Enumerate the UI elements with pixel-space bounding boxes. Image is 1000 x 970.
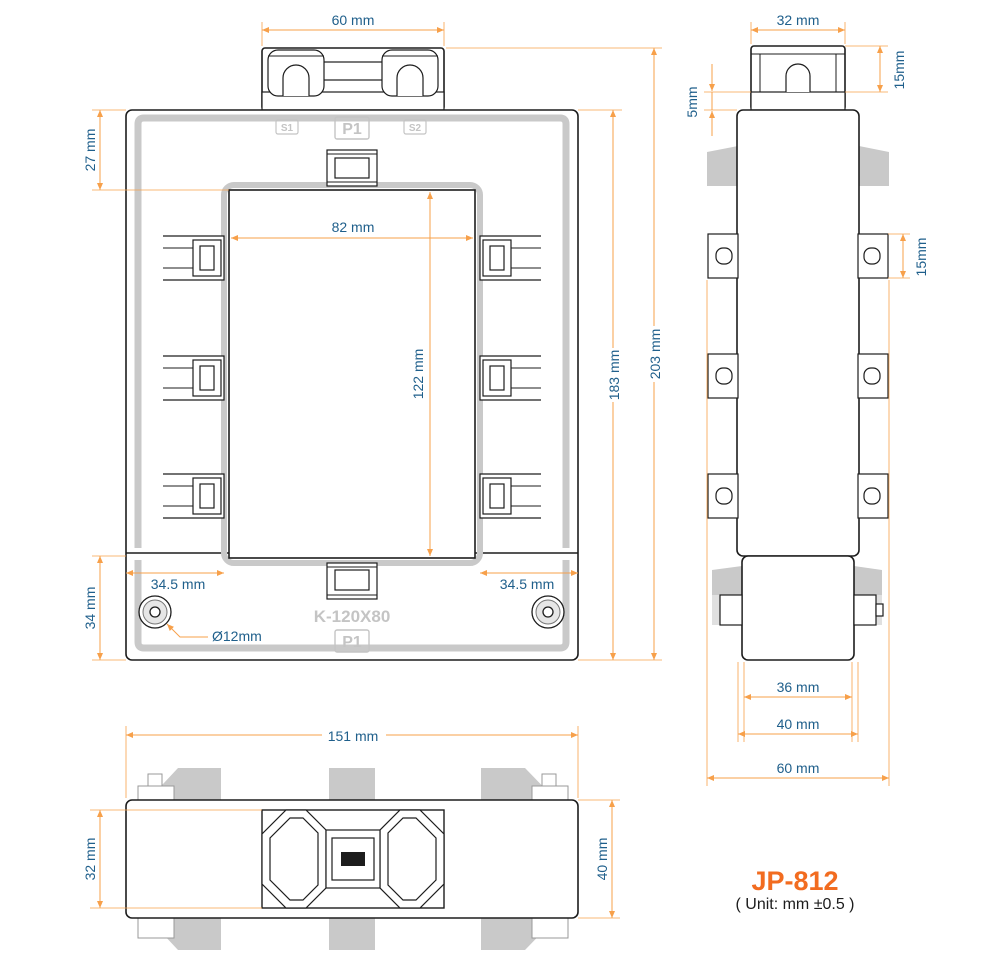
model-name: JP-812 (751, 866, 839, 896)
title-block: JP-812 ( Unit: mm ±0.5 ) (700, 866, 890, 914)
side-view: 32 mm 15mm 5mm 15mm 36 mm (684, 12, 929, 786)
marking-model-code: K-120X80 (314, 607, 391, 626)
front-terminal-block (261, 47, 445, 111)
unit-note: ( Unit: mm ±0.5 ) (735, 896, 855, 913)
front-top-clip (326, 149, 378, 187)
side-top-block (750, 45, 846, 111)
dim-front-hole-diameter: Ø12mm (212, 628, 262, 644)
dim-bottom-inner-height: 32 mm (82, 838, 98, 881)
front-view: S1 P1 S2 K-120X80 P1 60 mm 27 mm 82 mm 1… (82, 12, 663, 661)
dim-front-inner-top: 27 mm (82, 129, 98, 172)
bottom-view: 151 mm 32 mm 40 mm (82, 726, 620, 950)
dim-front-total-height: 203 mm (647, 329, 663, 380)
marking-s2: S2 (409, 123, 422, 134)
dim-side-clip-height: 15mm (913, 238, 929, 277)
dim-front-body-height: 183 mm (606, 350, 622, 401)
dim-side-bottom-inner: 36 mm (777, 679, 820, 695)
dim-side-top-width: 32 mm (777, 12, 820, 28)
dim-bottom-total-width: 151 mm (328, 728, 379, 744)
front-mounting-hole-right (531, 595, 565, 629)
dim-front-bottom-left: 34.5 mm (151, 576, 205, 592)
bottom-terminal (261, 809, 445, 909)
dim-side-top-height: 15mm (891, 51, 907, 90)
dim-front-bottom-right: 34.5 mm (500, 576, 554, 592)
side-clips (707, 233, 889, 519)
front-mounting-hole-left (138, 595, 172, 629)
marking-p1-bottom: P1 (342, 634, 362, 651)
front-right-clips (479, 235, 541, 519)
dim-side-top-gap: 5mm (684, 86, 700, 117)
dim-front-window-width: 82 mm (332, 219, 375, 235)
dim-side-bottom-mid: 40 mm (777, 716, 820, 732)
front-left-clips (163, 235, 225, 519)
front-window (228, 189, 476, 559)
side-dimensions: 32 mm 15mm 5mm 15mm 36 mm (684, 12, 929, 786)
dim-side-bottom-outer: 60 mm (777, 760, 820, 776)
front-dimensions: 60 mm 27 mm 82 mm 122 mm 183 mm 203 mm (82, 12, 663, 661)
dim-front-bottom-height: 34 mm (82, 587, 98, 630)
marking-s1: S1 (281, 123, 294, 134)
front-bottom-clip (326, 562, 378, 600)
bottom-dimensions: 151 mm 32 mm 40 mm (82, 726, 620, 919)
side-bottom-foot (719, 555, 884, 661)
dim-front-top-width: 60 mm (332, 12, 375, 28)
dim-bottom-total-height: 40 mm (594, 838, 610, 881)
side-body (736, 109, 860, 557)
dim-front-window-height: 122 mm (410, 349, 426, 400)
marking-p1-top: P1 (342, 121, 362, 138)
